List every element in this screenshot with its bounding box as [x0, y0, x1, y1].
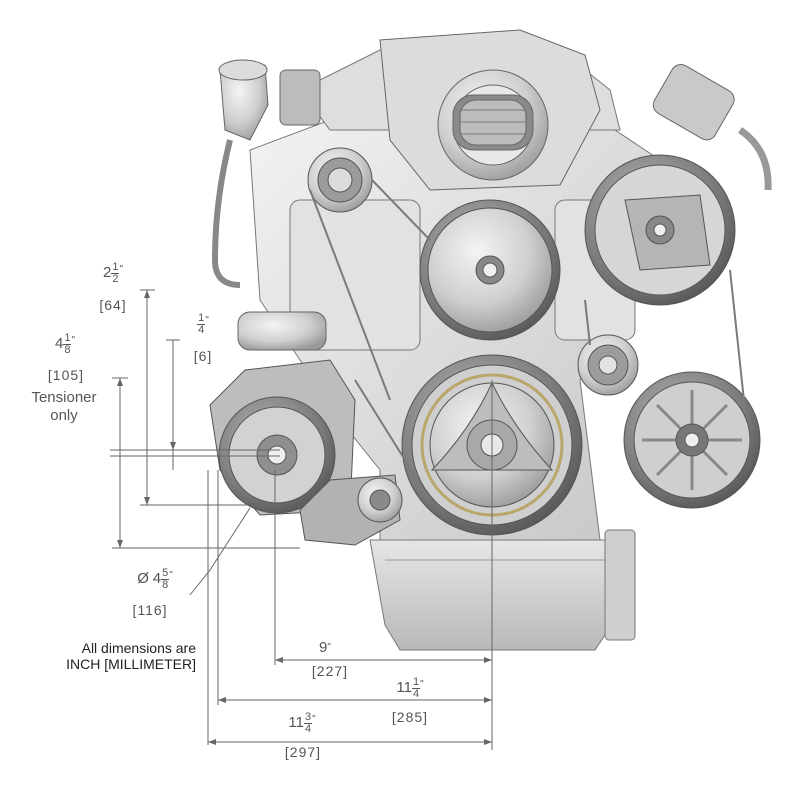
dim-denominator: 2	[112, 273, 119, 285]
dim-diameter-symbol: Ø	[137, 570, 149, 588]
dimension-lines	[110, 289, 493, 750]
coolant-neck	[211, 59, 321, 288]
units-note-line-1: All dimensions are	[81, 640, 196, 656]
dim-mm-105: [105]	[47, 367, 85, 383]
dim-note-only: only	[50, 407, 78, 424]
dim-mm-116: [116]	[132, 602, 168, 618]
dim-denominator: 4	[198, 324, 205, 336]
dim-denominator: 4	[304, 723, 312, 735]
right-sensor	[652, 64, 772, 191]
dim-inch-mark: "	[205, 315, 209, 326]
dim-whole: 9	[319, 639, 328, 656]
dim-whole: 4	[152, 570, 162, 588]
dim-mm-227: [227]	[311, 663, 349, 679]
dim-label-9: 9"	[305, 640, 345, 655]
dim-numerator: 1	[63, 332, 72, 345]
dim-numerator: 5	[161, 567, 170, 580]
dim-numerator: 1	[197, 312, 206, 325]
dim-numerator: 1	[411, 676, 421, 689]
dim-whole: 11	[396, 679, 412, 697]
dim-inch-mark: "	[119, 264, 124, 275]
idler-pulley-upper	[307, 147, 373, 213]
ac-compressor	[209, 359, 356, 516]
dim-denominator: 8	[64, 344, 71, 356]
units-note-line-2: INCH [MILLIMETER]	[66, 656, 196, 672]
belt-path	[309, 179, 746, 501]
oil-pan	[369, 529, 636, 651]
dim-numerator: 3	[303, 711, 313, 724]
dim-note-tensioner: Tensioner	[31, 389, 97, 406]
dim-inch-mark: "	[420, 679, 424, 690]
dim-denominator: 8	[162, 579, 169, 591]
dim-numerator: 1	[111, 261, 120, 274]
dim-mm-64: [64]	[99, 297, 127, 313]
dim-inch-mark: "	[312, 714, 316, 725]
dim-denominator: 4	[412, 688, 420, 700]
dimension-arrows	[117, 290, 492, 745]
tensioner	[299, 474, 403, 546]
idler-pulley-right	[577, 334, 639, 396]
dim-mm-285: [285]	[391, 709, 429, 725]
dim-mm-6: [6]	[193, 348, 213, 364]
intake-manifold	[379, 29, 601, 191]
power-steering-pulley	[584, 154, 736, 306]
dim-whole: 4	[54, 335, 64, 353]
dim-whole: 2	[102, 264, 112, 282]
dim-mm-297: [297]	[284, 744, 322, 760]
sensor-housing-left	[237, 311, 327, 351]
water-pump-pulley	[419, 199, 561, 341]
dim-inch-mark: "	[327, 642, 331, 653]
dim-whole: 11	[288, 714, 304, 732]
dim-inch-mark: "	[169, 570, 173, 581]
dim-inch-mark: "	[71, 335, 76, 346]
alternator	[623, 371, 761, 509]
